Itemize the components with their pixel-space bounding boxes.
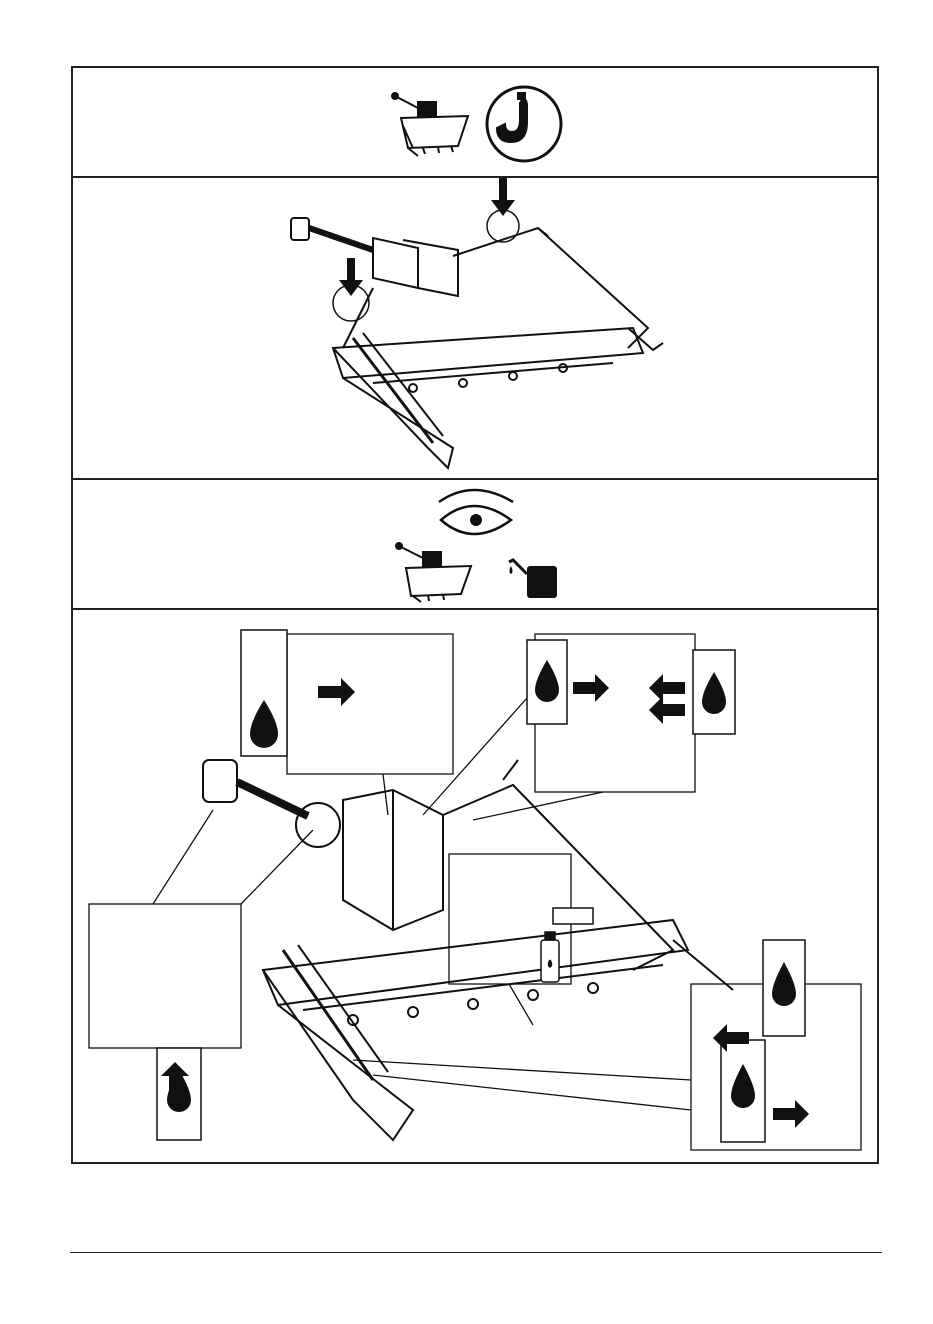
oil-can-icon: [509, 560, 557, 598]
oil-drop-icon: [721, 1040, 765, 1142]
machine-icon: [392, 93, 468, 156]
down-arrow-icon: [333, 258, 369, 321]
oil-drop-icon: [241, 630, 287, 756]
panel-lubrication-points: [73, 610, 877, 1162]
panel-lifting: [73, 68, 877, 178]
spray-can-icon: [541, 908, 593, 982]
mower-drawing: [203, 760, 733, 1140]
down-arrow-icon: [487, 178, 519, 242]
machine-icon: [396, 543, 471, 602]
panel-lifting-points: [73, 178, 877, 478]
oil-drop-icon: [693, 650, 735, 734]
eye-icon: [439, 490, 513, 534]
lifting-hook-icon: [487, 87, 561, 161]
oil-drop-icon: [763, 940, 805, 1036]
mower-drawing: [291, 218, 663, 468]
footer-rule: [70, 1252, 882, 1253]
oil-drop-icon: [527, 640, 567, 724]
instruction-frame: [71, 66, 879, 1164]
panel-inspection-lubrication: [73, 480, 877, 608]
